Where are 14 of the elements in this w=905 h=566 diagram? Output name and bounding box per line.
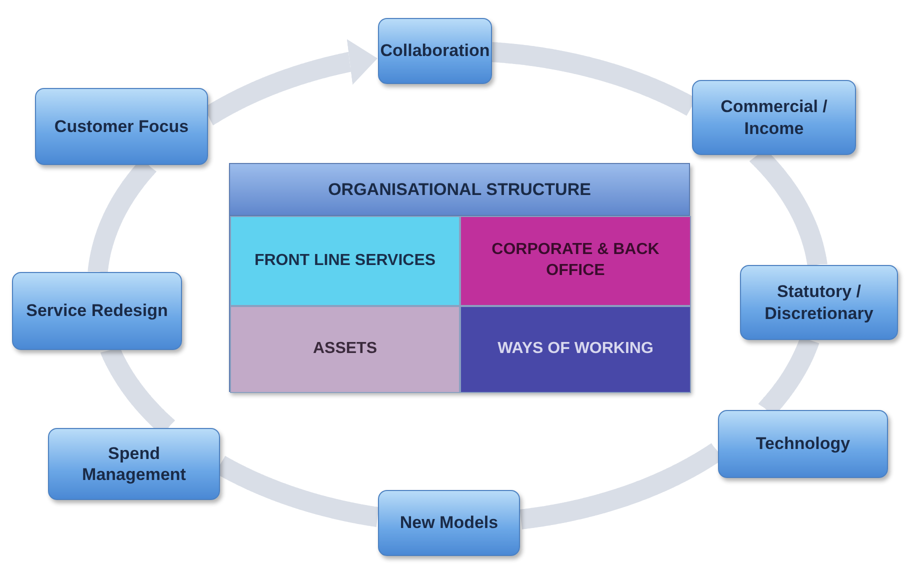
process-box: Customer Focus xyxy=(35,88,208,165)
process-box: Spend Management xyxy=(48,428,220,500)
category-cell: ASSETS xyxy=(230,306,460,393)
structure-panel xyxy=(229,163,690,392)
process-box: New Models xyxy=(378,490,520,556)
process-box: Service Redesign xyxy=(12,272,182,350)
category-cell: WAYS OF WORKING xyxy=(460,306,691,393)
process-box: Commercial / Income xyxy=(692,80,856,155)
process-box: Statutory / Discretionary xyxy=(740,265,898,340)
process-box: Collaboration xyxy=(378,18,492,84)
header-bar: ORGANISATIONAL STRUCTURE xyxy=(230,164,689,216)
category-cell: FRONT LINE SERVICES xyxy=(230,216,460,306)
process-box: Technology xyxy=(718,410,888,478)
category-cell: CORPORATE & BACK OFFICE xyxy=(460,216,691,306)
